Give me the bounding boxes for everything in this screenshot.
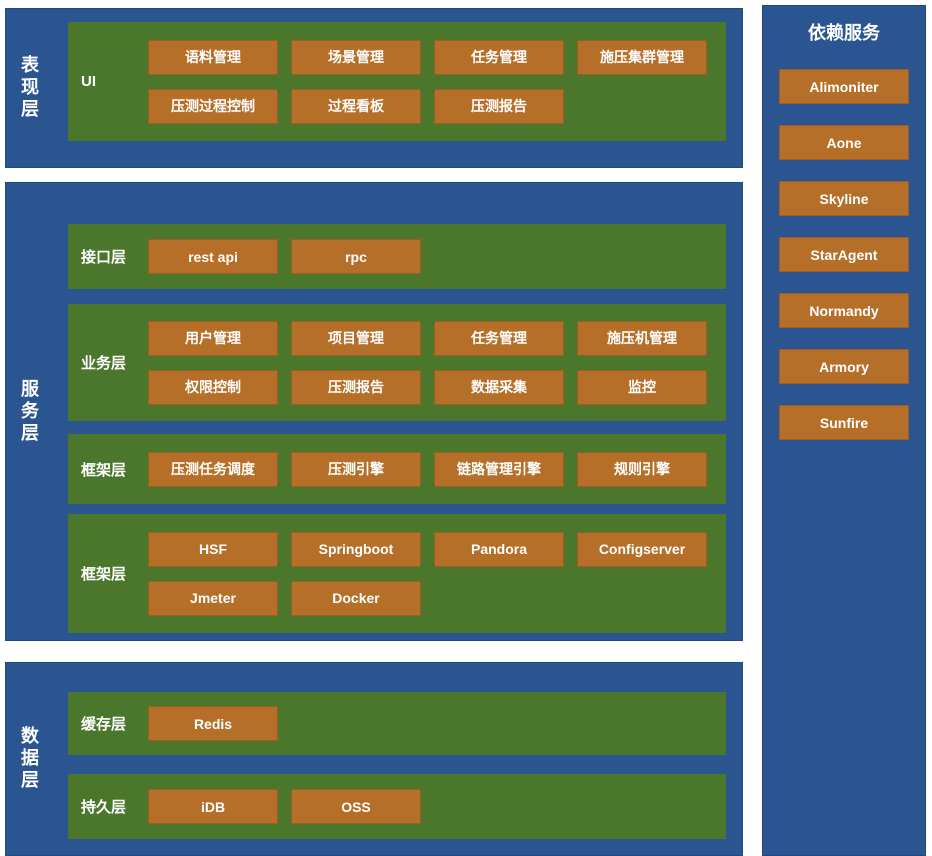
node-rows: 压测任务调度 压测引擎 链路管理引擎 规则引擎 bbox=[148, 434, 726, 504]
dependency-service-node: Armory bbox=[779, 349, 909, 384]
diagram-node: 压测引擎 bbox=[291, 451, 421, 487]
node-row: 压测过程控制 过程看板 压测报告 bbox=[148, 88, 726, 124]
node-row: rest api rpc bbox=[148, 239, 726, 274]
node-row: iDB OSS bbox=[148, 789, 726, 824]
diagram-node: Docker bbox=[291, 580, 421, 616]
diagram-node: 语料管理 bbox=[148, 39, 278, 75]
diagram-node: 压测报告 bbox=[434, 88, 564, 124]
group-cache-layer: 缓存层 Redis bbox=[68, 692, 726, 755]
group-label-cache: 缓存层 bbox=[81, 716, 127, 733]
node-row: 权限控制 压测报告 数据采集 监控 bbox=[148, 369, 726, 405]
diagram-node: iDB bbox=[148, 789, 278, 824]
section-label-service: 服务层 bbox=[19, 378, 39, 445]
group-label-framework-1: 框架层 bbox=[81, 461, 127, 479]
diagram-node: rpc bbox=[291, 239, 421, 274]
group-interface-layer: 接口层 rest api rpc bbox=[68, 224, 726, 289]
dependency-service-node: Sunfire bbox=[779, 405, 909, 440]
panel-dependency-services: 依赖服务 Alimoniter Aone Skyline StarAgent N… bbox=[762, 5, 926, 856]
diagram-node: Jmeter bbox=[148, 580, 278, 616]
diagram-node: 数据采集 bbox=[434, 369, 564, 405]
diagram-node: 场景管理 bbox=[291, 39, 421, 75]
dependency-service-node: Alimoniter bbox=[779, 69, 909, 104]
dependency-panel-title: 依赖服务 bbox=[808, 23, 880, 43]
node-row: 用户管理 项目管理 任务管理 施压机管理 bbox=[148, 320, 726, 356]
node-rows: 语料管理 场景管理 任务管理 施压集群管理 压测过程控制 过程看板 压测报告 bbox=[148, 22, 726, 141]
diagram-node: 链路管理引擎 bbox=[434, 451, 564, 487]
group-label-interface: 接口层 bbox=[81, 249, 127, 266]
group-persistence-layer: 持久层 iDB OSS bbox=[68, 774, 726, 839]
node-rows: HSF Springboot Pandora Configserver Jmet… bbox=[148, 514, 726, 633]
diagram-node: 压测报告 bbox=[291, 369, 421, 405]
diagram-node: 压测任务调度 bbox=[148, 451, 278, 487]
section-service-layer: 服务层 接口层 rest api rpc 业务层 用户管理 项目管理 任务管理 … bbox=[5, 182, 743, 641]
diagram-node: 项目管理 bbox=[291, 320, 421, 356]
node-rows: iDB OSS bbox=[148, 774, 726, 839]
node-row: 压测任务调度 压测引擎 链路管理引擎 规则引擎 bbox=[148, 451, 726, 487]
node-row: Jmeter Docker bbox=[148, 580, 726, 616]
node-row: 语料管理 场景管理 任务管理 施压集群管理 bbox=[148, 39, 726, 75]
group-label-persistence: 持久层 bbox=[81, 799, 127, 816]
diagram-node: 用户管理 bbox=[148, 320, 278, 356]
node-row: Redis bbox=[148, 706, 726, 741]
diagram-node: Configserver bbox=[577, 531, 707, 567]
section-label-presentation: 表现层 bbox=[19, 55, 39, 121]
group-framework-layer-2: 框架层 HSF Springboot Pandora Configserver … bbox=[68, 514, 726, 633]
node-rows: Redis bbox=[148, 692, 726, 755]
section-data-layer: 数据层 缓存层 Redis 持久层 iDB OSS bbox=[5, 662, 743, 856]
diagram-node: 任务管理 bbox=[434, 39, 564, 75]
dependency-service-node: Skyline bbox=[779, 181, 909, 216]
group-business-layer: 业务层 用户管理 项目管理 任务管理 施压机管理 权限控制 压测报告 数据采集 … bbox=[68, 304, 726, 421]
section-label-data: 数据层 bbox=[19, 726, 39, 792]
diagram-node: 监控 bbox=[577, 369, 707, 405]
group-framework-layer-1: 框架层 压测任务调度 压测引擎 链路管理引擎 规则引擎 bbox=[68, 434, 726, 504]
diagram-node: 施压集群管理 bbox=[577, 39, 707, 75]
diagram-node: Redis bbox=[148, 706, 278, 741]
node-rows: 用户管理 项目管理 任务管理 施压机管理 权限控制 压测报告 数据采集 监控 bbox=[148, 304, 726, 421]
dependency-service-node: Normandy bbox=[779, 293, 909, 328]
diagram-node: OSS bbox=[291, 789, 421, 824]
diagram-node: 规则引擎 bbox=[577, 451, 707, 487]
dependency-service-node: StarAgent bbox=[779, 237, 909, 272]
dependency-service-list: Alimoniter Aone Skyline StarAgent Norman… bbox=[779, 69, 909, 440]
group-label-ui: UI bbox=[81, 73, 96, 90]
node-rows: rest api rpc bbox=[148, 224, 726, 289]
section-presentation-layer: 表现层 UI 语料管理 场景管理 任务管理 施压集群管理 压测过程控制 过程看板… bbox=[5, 8, 743, 168]
diagram-node: Pandora bbox=[434, 531, 564, 567]
diagram-node: HSF bbox=[148, 531, 278, 567]
diagram-node: 施压机管理 bbox=[577, 320, 707, 356]
diagram-node: 任务管理 bbox=[434, 320, 564, 356]
group-label-business: 业务层 bbox=[81, 355, 127, 372]
diagram-node: rest api bbox=[148, 239, 278, 274]
diagram-node: 压测过程控制 bbox=[148, 88, 278, 124]
group-ui: UI 语料管理 场景管理 任务管理 施压集群管理 压测过程控制 过程看板 压测报… bbox=[68, 22, 726, 141]
group-label-framework-2: 框架层 bbox=[81, 566, 127, 583]
dependency-service-node: Aone bbox=[779, 125, 909, 160]
node-row: HSF Springboot Pandora Configserver bbox=[148, 531, 726, 567]
diagram-node: 权限控制 bbox=[148, 369, 278, 405]
diagram-node: 过程看板 bbox=[291, 88, 421, 124]
diagram-node: Springboot bbox=[291, 531, 421, 567]
